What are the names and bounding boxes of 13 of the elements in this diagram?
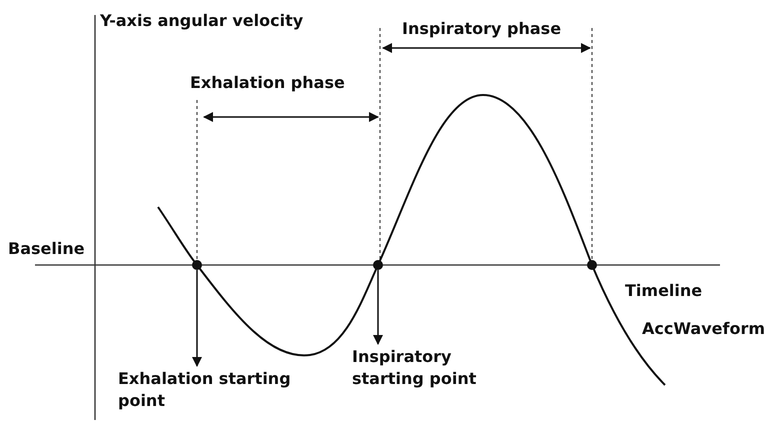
- axis-title: Y-axis angular velocity: [100, 10, 304, 32]
- phase-label: Inspiratory phase: [402, 18, 562, 40]
- dot-marker: [587, 260, 597, 270]
- annotation-text: Inspiratory starting point: [352, 346, 492, 390]
- arrow: [373, 270, 383, 345]
- annotation-text: Exhalation starting point: [118, 368, 293, 412]
- dot-marker: [373, 260, 383, 270]
- phase-label: Exhalation phase: [190, 72, 345, 94]
- dot-marker: [192, 260, 202, 270]
- curve-label: AccWaveform: [642, 318, 766, 340]
- axis-label: Baseline: [8, 238, 85, 260]
- axis-label: Timeline: [625, 280, 702, 302]
- arrow: [192, 270, 202, 367]
